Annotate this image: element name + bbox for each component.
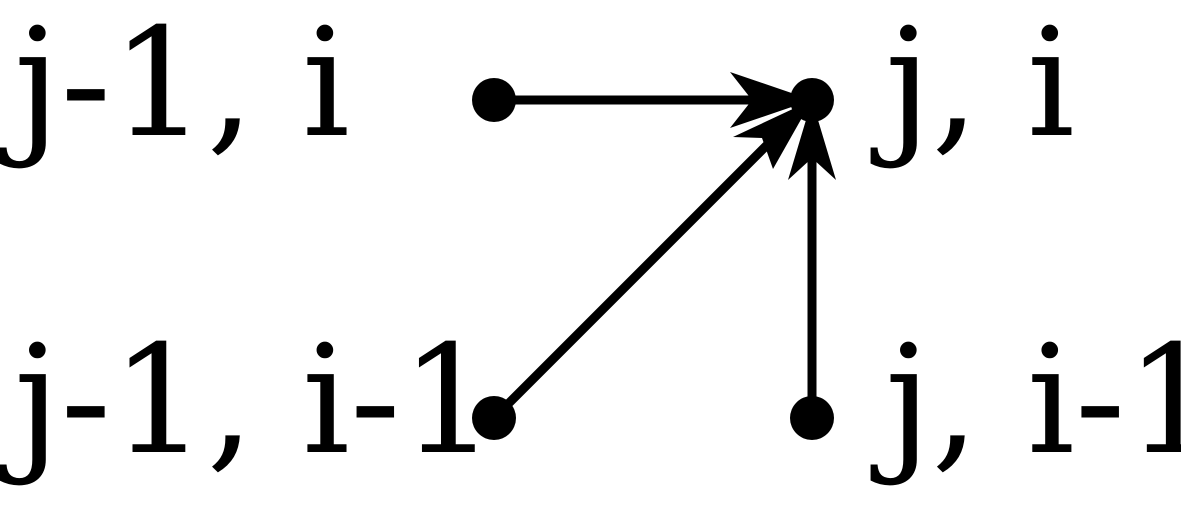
label-top-right: j, i xyxy=(870,0,1075,171)
arrowhead-diagonal xyxy=(733,100,812,169)
label-bottom-left: j-1, i-1 xyxy=(0,314,496,488)
arrowhead-horizontal xyxy=(730,72,812,128)
node-top-right xyxy=(790,78,834,122)
label-top-left: j-1, i xyxy=(0,0,350,171)
node-bottom-right xyxy=(790,396,834,440)
node-bottom-left xyxy=(472,396,516,440)
arrowhead-vertical xyxy=(788,100,836,180)
edge-bottom-left-to-top-right xyxy=(490,118,794,422)
node-top-left xyxy=(472,78,516,122)
label-bottom-right: j, i-1 xyxy=(870,314,1181,488)
